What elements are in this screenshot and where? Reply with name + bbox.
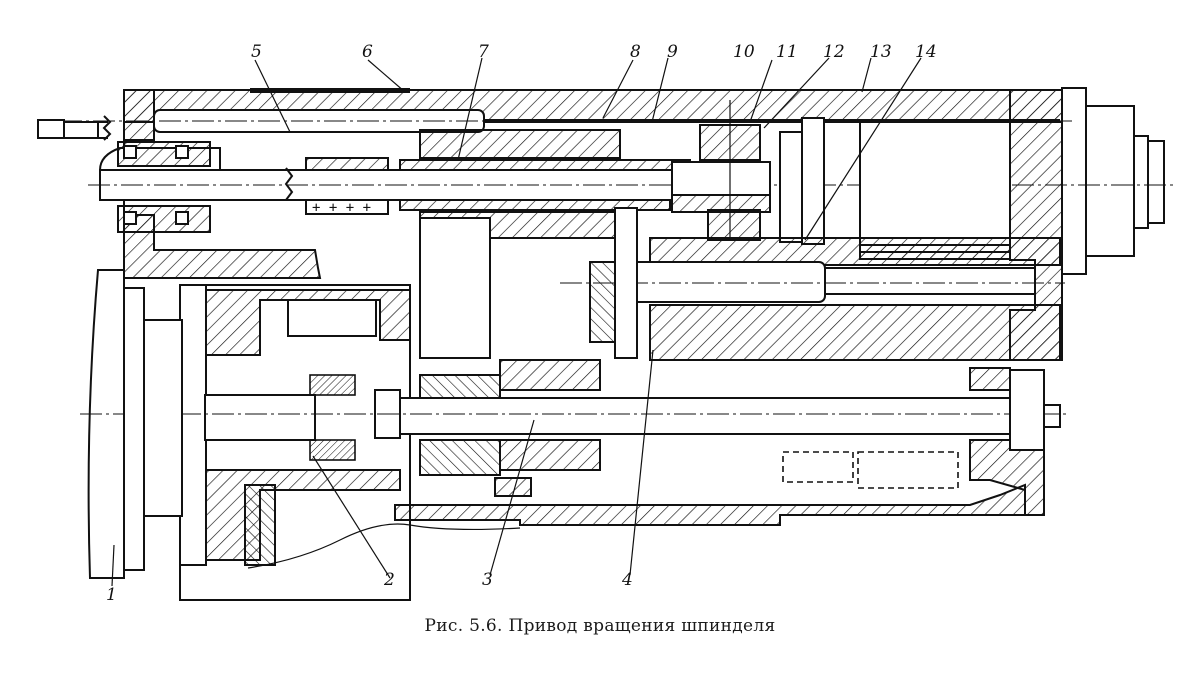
part-label-1: 1 [106, 585, 117, 605]
part-label-8: 8 [630, 42, 641, 62]
part-label-5: 5 [251, 42, 262, 62]
lower-right-housing [394, 367, 1045, 526]
lower-shaft [80, 374, 1070, 461]
part-label-13: 13 [870, 42, 892, 62]
intermediate-shaft [560, 207, 1065, 361]
part-label-7: 7 [478, 42, 489, 62]
part-label-2: 2 [383, 570, 395, 590]
break-line [247, 523, 521, 569]
part-label-14: 14 [915, 42, 937, 62]
part-label-6: 6 [362, 42, 373, 62]
key-marks: + + + + [312, 200, 371, 216]
part-label-4: 4 [621, 570, 633, 590]
part-label-12: 12 [823, 42, 845, 62]
part-label-11: 11 [776, 42, 798, 62]
part-label-3: 3 [482, 570, 493, 590]
main-spindle: + + + + [88, 129, 1175, 239]
right-flange [1061, 87, 1165, 275]
part-label-9: 9 [667, 42, 678, 62]
pulley-1 [87, 269, 183, 579]
part-labels [111, 57, 922, 587]
figure-caption: Рис. 5.6. Привод вращения шпинделя [424, 616, 776, 636]
part-label-10: 10 [733, 42, 755, 62]
